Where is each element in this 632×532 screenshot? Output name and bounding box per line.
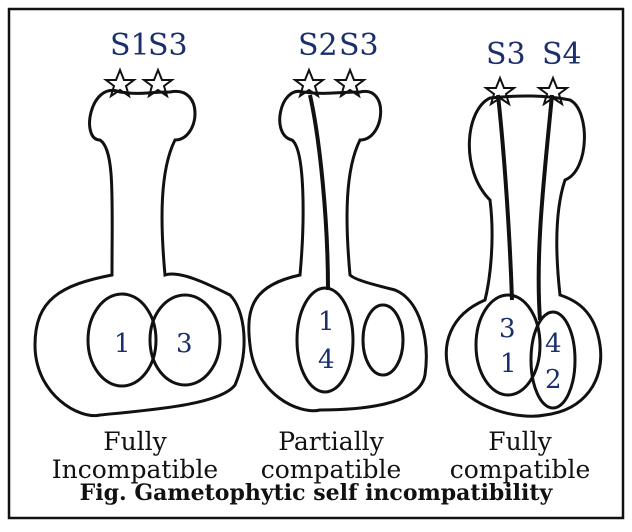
caption-panel-2: Partially compatible	[242, 428, 420, 484]
nucleus-label-4: 4	[318, 345, 335, 375]
pollen-stars-1	[103, 67, 175, 99]
star-s2	[292, 67, 326, 99]
ovule-2b	[361, 303, 405, 377]
pistil-panel-1	[33, 88, 246, 418]
ovule-1	[86, 292, 158, 388]
caption-panel-1-line1: Fully	[103, 427, 167, 456]
nucleus-label-1-c: 1	[500, 349, 517, 379]
allele-label-s3-c: S3	[486, 37, 526, 72]
pollen-stars-2	[292, 67, 367, 99]
caption-panel-1-line2: Incompatible	[51, 455, 219, 484]
caption-panel-2-line1: Partially	[278, 427, 384, 456]
star-s3-b	[333, 67, 367, 99]
figure-title: Fig. Gametophytic self incompatibility	[79, 480, 553, 506]
allele-label-s4: S4	[542, 37, 582, 72]
pistil-outline-1	[33, 88, 246, 418]
pollen-tube-2	[308, 94, 330, 291]
nucleus-label-2: 2	[545, 365, 562, 395]
ovule-3b	[529, 310, 577, 410]
star-s4	[536, 75, 570, 107]
figure-border	[7, 7, 625, 520]
caption-panel-3: Fully compatible	[435, 428, 605, 484]
nucleus-label-4-c: 4	[545, 329, 562, 359]
allele-label-s1: S1	[110, 28, 150, 63]
nucleus-label-3: 3	[176, 329, 193, 359]
pollen-stars-3	[483, 75, 570, 107]
nucleus-label-3-c: 3	[499, 314, 516, 344]
pollen-tube-3b	[536, 94, 554, 321]
star-s1	[103, 67, 137, 99]
caption-panel-1: Fully Incompatible	[50, 428, 220, 484]
pistil-panel-3	[444, 94, 603, 418]
ovule-2a	[295, 286, 355, 394]
star-s3-c	[483, 75, 517, 107]
allele-label-s3: S3	[148, 28, 188, 63]
pistil-panel-2	[247, 90, 428, 413]
star-s3	[141, 67, 175, 99]
allele-label-s2: S2	[298, 28, 338, 63]
caption-panel-2-line2: compatible	[260, 455, 402, 484]
nucleus-label-1-b: 1	[318, 307, 335, 337]
ovule-3a	[474, 293, 542, 397]
nucleus-label-1: 1	[114, 329, 131, 359]
caption-panel-3-line1: Fully	[488, 427, 552, 456]
pollen-tube-3a	[496, 94, 514, 301]
pistil-outline-2	[247, 90, 428, 413]
pistil-outline-3	[444, 94, 603, 418]
caption-panel-3-line2: compatible	[449, 455, 591, 484]
allele-label-s3-b: S3	[339, 28, 379, 63]
ovule-3	[148, 293, 222, 387]
